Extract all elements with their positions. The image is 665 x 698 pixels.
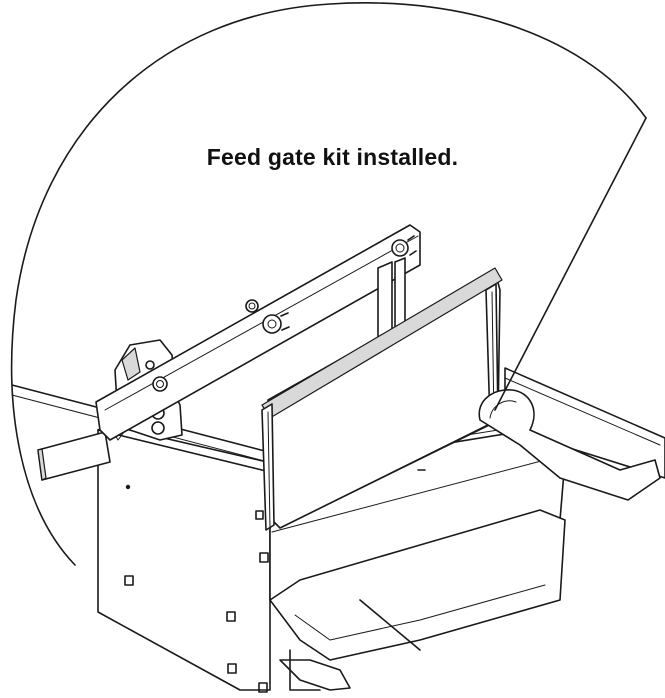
side-bracket-shade: [121, 347, 141, 381]
gate-floor-tray-edge: [271, 459, 546, 533]
nut-bolt-3: [152, 376, 168, 392]
square-hole: [226, 611, 236, 622]
detail-circle-boundary: [10, 2, 647, 566]
square-hole: [259, 552, 269, 563]
nut-bolt-4: [245, 299, 259, 313]
right-side-rail-inner: [504, 377, 661, 446]
gate-left-slide-channel: [261, 403, 275, 531]
hanger-post-2: [394, 257, 406, 331]
square-hole: [255, 510, 264, 520]
nut-bolt-1: [391, 235, 417, 257]
detail-circle-boundary-right: [494, 117, 647, 411]
lower-support-channel-bottom: [279, 659, 351, 691]
lower-support-channel: [269, 509, 566, 661]
gate-hanger-bar-top: [95, 224, 411, 403]
bracket-hole: [151, 421, 165, 435]
lower-support-channel-leg: [289, 649, 321, 691]
gate-left-slide-channel-inner: [267, 411, 271, 529]
square-hole: [124, 575, 134, 586]
hanger-post: [377, 261, 393, 341]
square-hole: [258, 682, 268, 693]
front-frame: [97, 429, 271, 691]
square-hole: [227, 663, 237, 674]
bracket-hole: [145, 360, 155, 370]
front-slat-edge: [37, 448, 47, 481]
lower-support-channel-inner: [294, 584, 546, 641]
right-end-lip: [478, 389, 661, 501]
cable-wire: [359, 599, 421, 651]
right-end-lip-curve: [489, 400, 517, 419]
small-hole: [125, 484, 131, 490]
caption: Feed gate kit installed.: [206, 144, 459, 170]
nut-bolt-2: [262, 312, 290, 334]
